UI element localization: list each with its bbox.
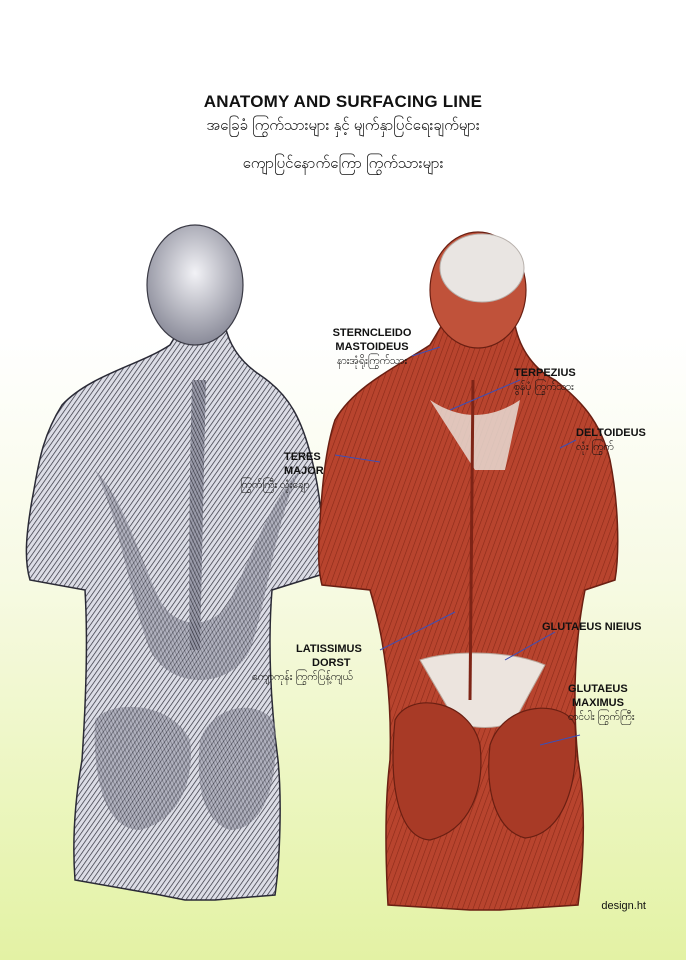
glutes — [392, 702, 577, 841]
label-terpezius-mm: စွန်ပုံ ကြွက်သား — [514, 381, 574, 393]
trapezius-tendon — [430, 400, 520, 470]
page-subtitle: အခြေခံ ကြွက်သားများ နှင့် မျက်နှာပြင်ရေး… — [206, 117, 480, 134]
leader-glutaeus-maximus — [539, 734, 581, 746]
sketch-buttocks-shadow — [94, 706, 276, 830]
label-deltoideus: DELTOIDEUS လုံး ကြွက် — [576, 426, 646, 454]
label-latissimus-line1: LATISSIMUS — [296, 643, 362, 655]
label-latissimus-line2: DORST — [312, 657, 351, 669]
leader-deltoideus — [559, 439, 577, 449]
label-terpezius-en: TERPEZIUS — [514, 367, 576, 379]
label-glutaeus-maximus: GLUTAEUS MAXIMUS တင်ပါး ကြွက်ကြီး — [568, 682, 634, 724]
label-teres-mm: ကြွက်ကြီး လုံးချော — [240, 479, 310, 491]
label-glutaeus-maximus-mm: တင်ပါး ကြွက်ကြီး — [568, 711, 635, 723]
label-sternocleido: STERNCLEIDO MASTOIDEUS နားအုံရိုးကြွက်သာ… — [322, 326, 422, 368]
label-deltoideus-mm: လုံး ကြွက် — [576, 441, 614, 453]
label-teres-line2: MAJOR — [284, 465, 324, 477]
muscle-scalp — [439, 233, 525, 303]
leader-lines — [334, 346, 581, 746]
sketch-figure — [25, 224, 324, 901]
leader-latissimus — [379, 611, 456, 651]
header: ANATOMY AND SURFACING LINE အခြေခံ ကြွက်သ… — [0, 92, 686, 176]
label-glutaeus-medius-en: GLUTAEUS NIEIUS — [542, 621, 642, 633]
leader-teres — [334, 454, 381, 463]
page-title: ANATOMY AND SURFACING LINE — [203, 92, 483, 111]
spine-groove — [468, 379, 475, 701]
sketch-body-outline — [25, 319, 324, 901]
sketch-head — [146, 224, 244, 346]
label-sternocleido-mm: နားအုံရိုးကြွက်သား — [336, 355, 408, 367]
label-sternocleido-line2: MASTOIDEUS — [335, 341, 409, 353]
muscle-figure — [317, 231, 619, 911]
label-latissimus-mm: ကျောကုန်း ကြွက်ပြန့်ကျယ် — [252, 671, 353, 683]
label-latissimus: LATISSIMUS DORST ကျောကုန်း ကြွက်ပြန့်ကျယ… — [252, 642, 362, 684]
label-deltoideus-en: DELTOIDEUS — [576, 427, 646, 439]
label-glutaeus-medius: GLUTAEUS NIEIUS — [542, 620, 641, 634]
section-title: ကျောပြင်နောက်ကြော ကြွက်သားများ — [242, 155, 444, 172]
label-terpezius: TERPEZIUS စွန်ပုံ ကြွက်သား — [514, 366, 576, 394]
muscle-body-outline — [317, 319, 619, 911]
label-glutaeus-maximus-line1: GLUTAEUS — [568, 683, 628, 695]
credit-text: design.ht — [601, 900, 646, 912]
leader-terpezius — [449, 379, 521, 411]
label-glutaeus-maximus-line2: MAXIMUS — [572, 697, 624, 709]
sketch-spine-shadow — [189, 380, 206, 650]
label-sternocleido-line1: STERNCLEIDO — [332, 327, 412, 339]
sketch-back-shadow — [95, 470, 300, 680]
label-teres: TERES MAJOR ကြွက်ကြီး လုံးချော — [240, 450, 324, 492]
leader-glutaeus-medius — [504, 631, 556, 661]
label-teres-line1: TERES — [284, 451, 321, 463]
leader-sternocleido — [411, 346, 441, 357]
